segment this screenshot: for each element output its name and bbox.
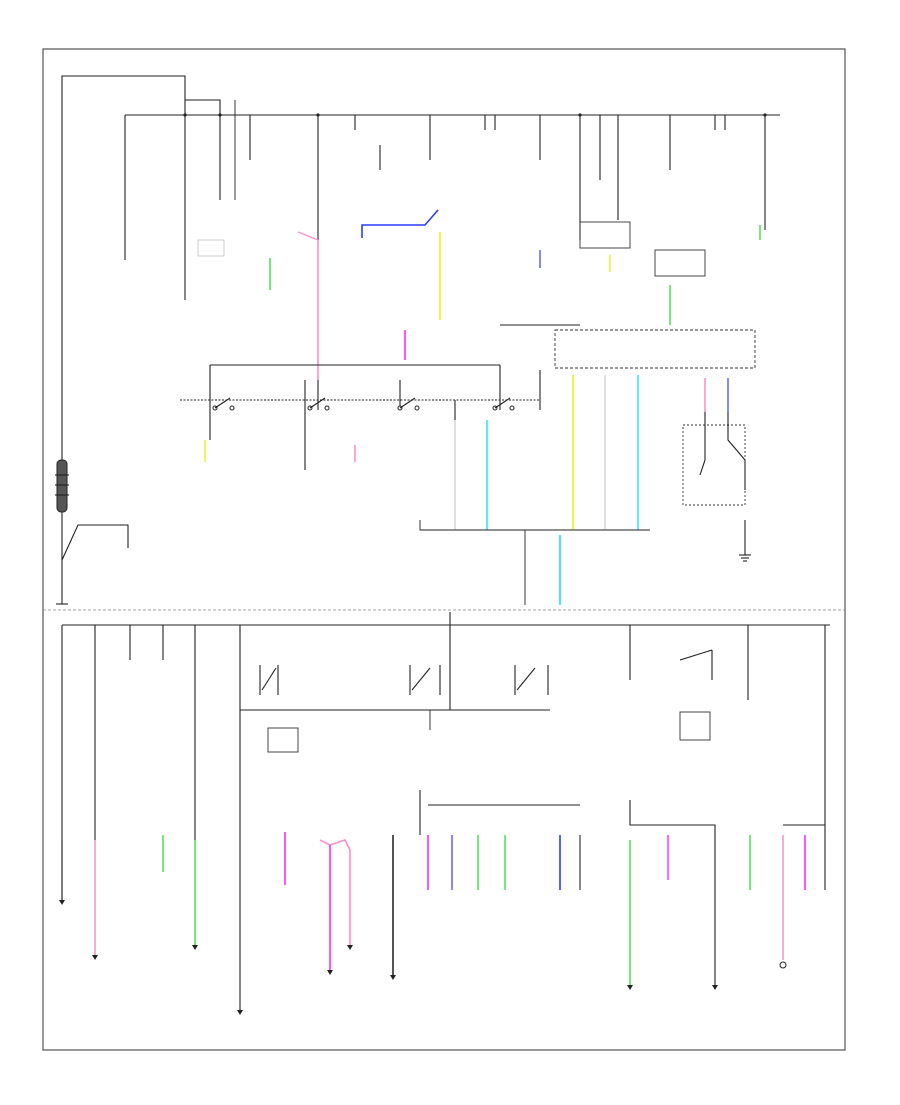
battery-feeder xyxy=(55,75,186,600)
terminal-arrow xyxy=(327,970,333,975)
relay-switch-a xyxy=(259,665,279,695)
terminal-arrow xyxy=(192,945,198,950)
relay-switch-b xyxy=(409,665,441,695)
ground-symbol xyxy=(56,600,68,605)
terminal-arrow xyxy=(59,900,65,905)
connector-box xyxy=(682,424,746,506)
relay-box xyxy=(579,221,631,249)
terminal-arrow xyxy=(712,985,718,990)
top-bus xyxy=(124,99,780,215)
upper-switches xyxy=(212,397,515,411)
upper-grounds xyxy=(56,545,751,605)
wire-blue xyxy=(361,209,439,238)
lower-components xyxy=(259,649,713,753)
diagram-frame xyxy=(42,48,846,1051)
switch-3 xyxy=(397,397,420,411)
top-fuses xyxy=(124,115,766,300)
terminal-arrow xyxy=(627,985,633,990)
battery-fusible-link xyxy=(56,459,68,513)
wire-pink-2 xyxy=(297,231,319,241)
switch-1 xyxy=(212,397,235,411)
switch-2 xyxy=(307,397,330,411)
ecm-block xyxy=(554,329,756,369)
lower-terminals xyxy=(59,900,787,1015)
terminal-arrow xyxy=(779,961,787,969)
relay-switch-c xyxy=(514,665,549,695)
ground-symbol xyxy=(739,545,751,562)
relay-box-2 xyxy=(654,249,706,277)
wire-pink-l2 xyxy=(319,839,351,945)
lower-drops xyxy=(61,790,826,1010)
terminal-arrow xyxy=(347,945,353,950)
switch-4 xyxy=(492,397,515,411)
terminal-arrow xyxy=(390,975,396,980)
upper-wiring xyxy=(180,221,756,605)
terminal-arrow xyxy=(92,955,98,960)
terminal-arrow xyxy=(237,1010,243,1015)
relay-switch-d xyxy=(679,649,713,680)
upper-colored-wires xyxy=(204,209,761,605)
